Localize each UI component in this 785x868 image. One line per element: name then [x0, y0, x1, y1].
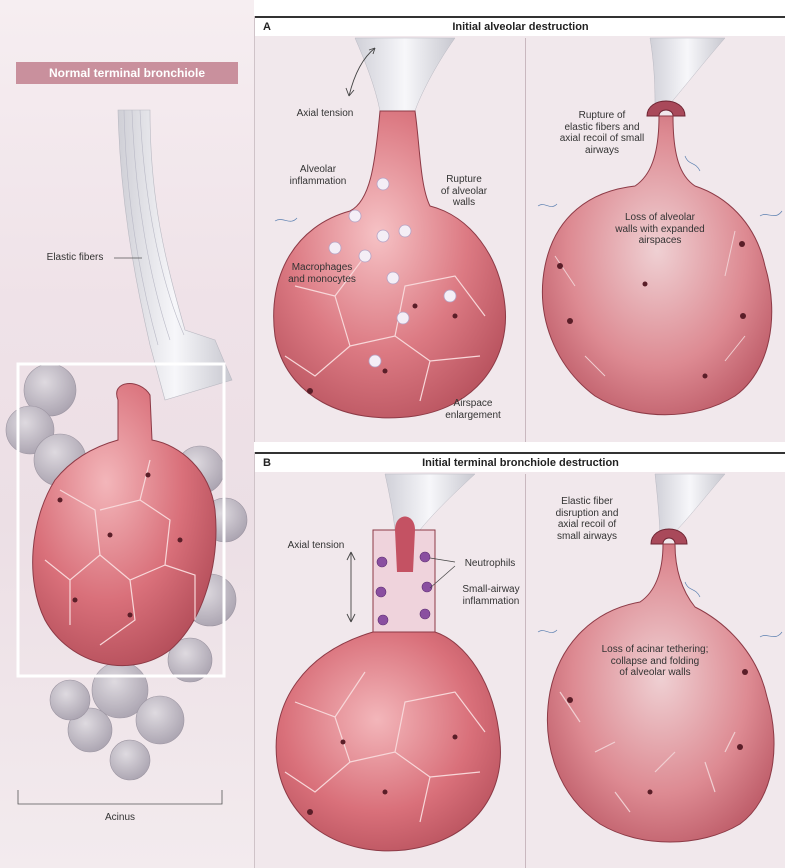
rupture-elastic-fibers-label: Rupture of elastic fibers and axial reco… [547, 110, 657, 156]
loss-alveolar-walls-label: Loss of alveolar walls with expanded air… [605, 212, 715, 247]
elastic-fiber-disruption-label: Elastic fiber disruption and axial recoi… [537, 496, 637, 542]
small-airway-inflammation-label: Small-airway inflammation [451, 584, 531, 607]
airspace-enlargement-label: Airspace enlargement [433, 398, 513, 421]
alveolar-inflammation-label: Alveolar inflammation [273, 164, 363, 187]
acinus-label: Acinus [90, 812, 150, 824]
normal-bronchiole-panel: Normal terminal bronchiole Elastic fiber… [0, 0, 254, 868]
macrophages-monocytes-label: Macrophages and monocytes [277, 262, 367, 285]
rupture-alveolar-walls-label: Rupture of alveolar walls [429, 174, 499, 209]
elastic-fibers-label: Elastic fibers [40, 252, 110, 264]
normal-bronchiole-title: Normal terminal bronchiole [16, 62, 238, 84]
panel-a: A Initial alveolar destruction [254, 16, 785, 442]
neutrophils-label: Neutrophils [455, 558, 525, 570]
loss-acinar-tethering-label: Loss of acinar tethering; collapse and f… [575, 644, 735, 679]
axial-tension-label: Axial tension [285, 108, 365, 120]
axial-tension-label-b: Axial tension [281, 540, 351, 552]
normal-bronchiole-illustration [0, 0, 254, 868]
panel-b: B Initial terminal bronchiole destructio… [254, 452, 785, 868]
